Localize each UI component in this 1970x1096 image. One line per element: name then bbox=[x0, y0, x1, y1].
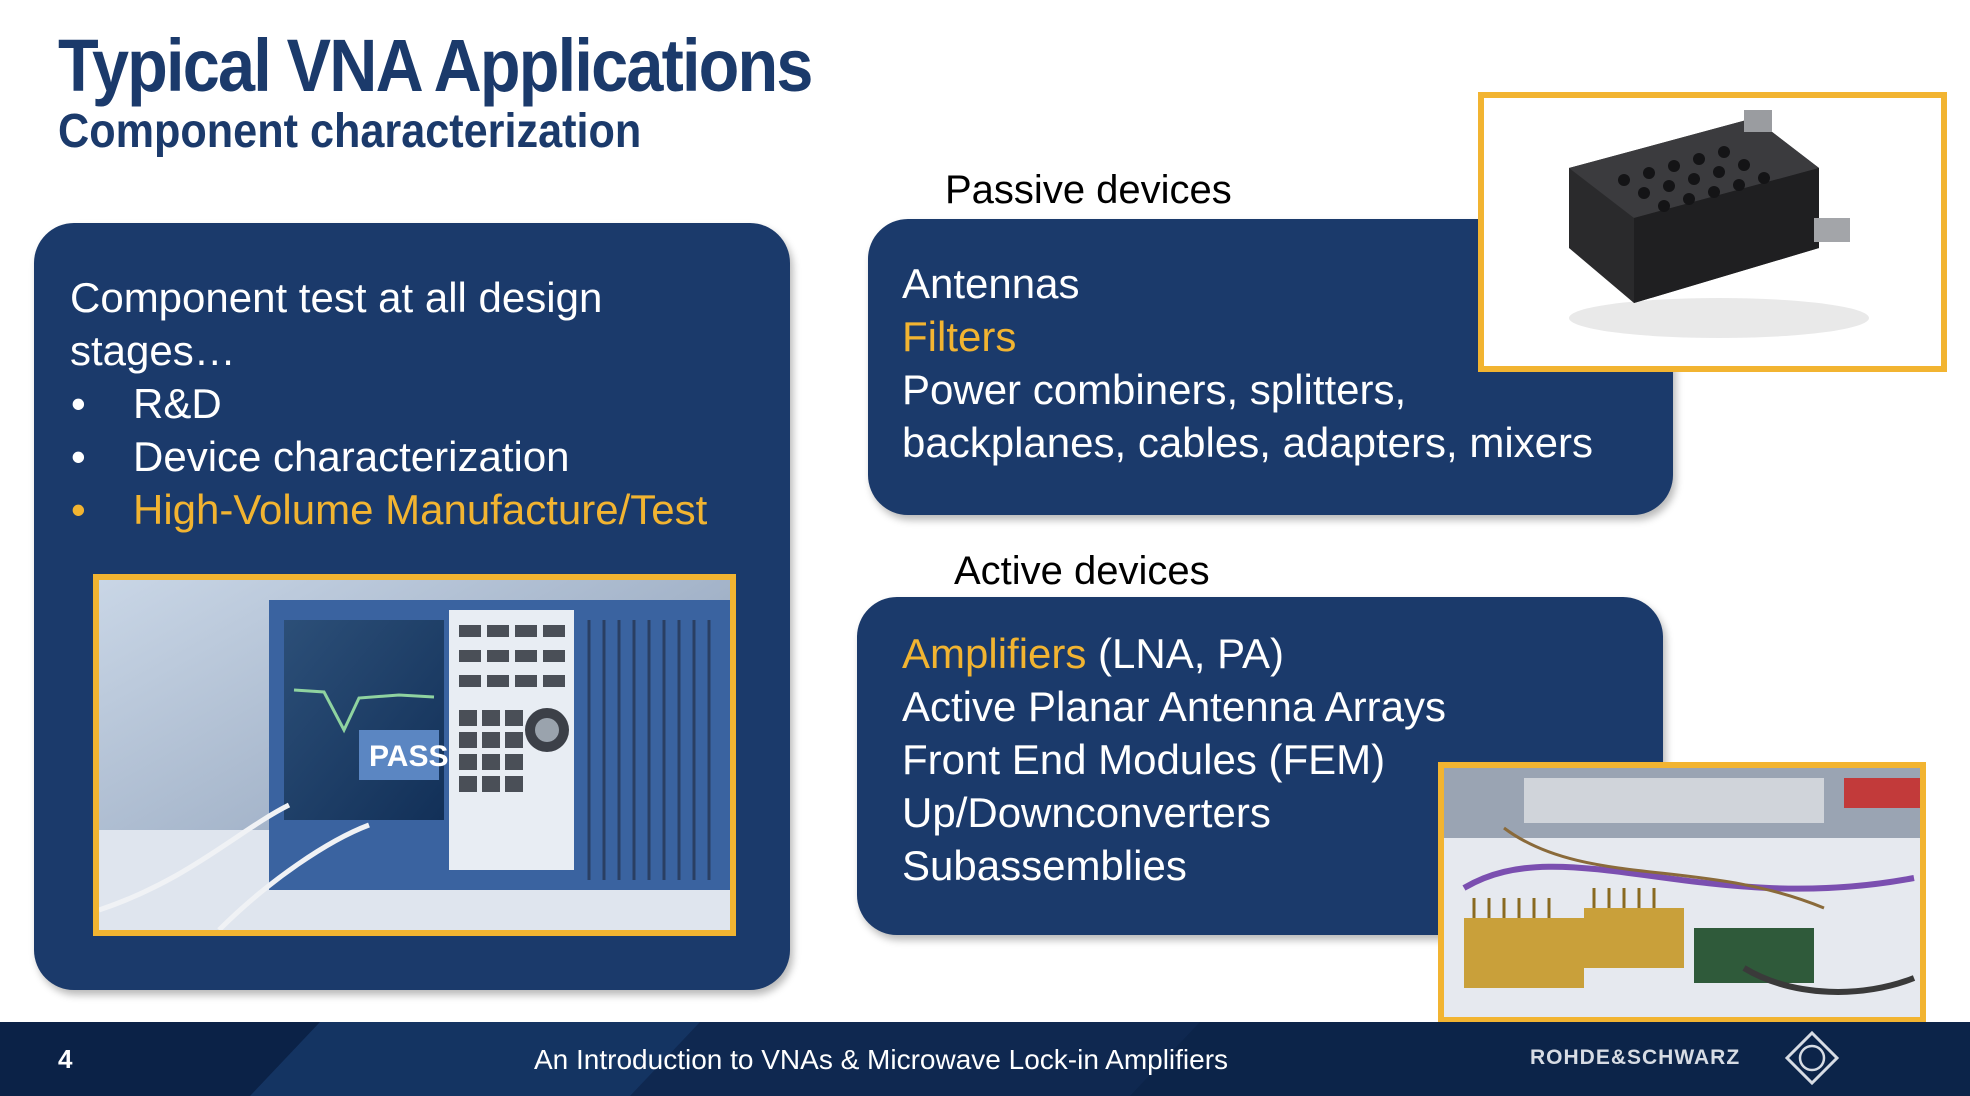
design-stages-intro: Component test at all design stages… bbox=[70, 274, 603, 374]
bullet-dot: • bbox=[71, 380, 86, 427]
filter-device-photo bbox=[1478, 92, 1947, 372]
bullet-dot: • bbox=[71, 486, 86, 533]
bullet-item-high-volume: •High-Volume Manufacture/Test bbox=[70, 483, 760, 536]
active-item-antenna-arrays: Active Planar Antenna Arrays bbox=[902, 683, 1446, 730]
bullet-item-rnd: •R&D bbox=[70, 377, 760, 430]
active-item-amplifiers-rest: (LNA, PA) bbox=[1086, 630, 1284, 677]
passive-devices-list: Antennas Filters Power combiners, splitt… bbox=[902, 257, 1593, 469]
brand-name: ROHDE&SCHWARZ bbox=[1530, 1046, 1741, 1069]
active-devices-list: Amplifiers (LNA, PA) Active Planar Anten… bbox=[902, 627, 1446, 892]
slide-title: Typical VNA Applications bbox=[58, 24, 813, 107]
active-item-amplifiers-accent: Amplifiers bbox=[902, 630, 1087, 677]
bullet-item-device-characterization: •Device characterization bbox=[70, 430, 760, 483]
passive-devices-heading: Passive devices bbox=[945, 168, 1232, 212]
footer-bar: 4 An Introduction to VNAs & Microwave Lo… bbox=[0, 1022, 1970, 1096]
passive-item-antennas: Antennas bbox=[902, 260, 1080, 307]
active-item-amplifiers: Amplifiers (LNA, PA) bbox=[902, 627, 1446, 680]
footer-title: An Introduction to VNAs & Microwave Lock… bbox=[534, 1044, 1229, 1075]
circuit-boards-photo bbox=[1438, 762, 1926, 1023]
footer-background bbox=[0, 1022, 1970, 1096]
active-item-converters: Up/Downconverters bbox=[902, 789, 1271, 836]
active-item-subassemblies: Subassemblies bbox=[902, 842, 1187, 889]
design-stages-text: Component test at all design stages… •R&… bbox=[70, 271, 760, 536]
vna-screen-pass-label: PASS bbox=[369, 740, 448, 773]
active-item-fem: Front End Modules (FEM) bbox=[902, 736, 1386, 783]
slide-subtitle: Component characterization bbox=[58, 105, 642, 158]
active-devices-heading: Active devices bbox=[954, 549, 1210, 593]
passive-item-filters: Filters bbox=[902, 313, 1017, 360]
page-number: 4 bbox=[58, 1044, 73, 1074]
passive-item-combiners: Power combiners, splitters, bbox=[902, 366, 1407, 413]
passive-item-backplanes: backplanes, cables, adapters, mixers bbox=[902, 419, 1594, 466]
vna-instrument-photo: PASS bbox=[93, 574, 736, 936]
design-stages-list: •R&D •Device characterization •High-Volu… bbox=[70, 377, 760, 536]
bullet-dot: • bbox=[71, 433, 86, 480]
rohde-schwarz-logo-icon bbox=[1784, 1030, 1840, 1086]
